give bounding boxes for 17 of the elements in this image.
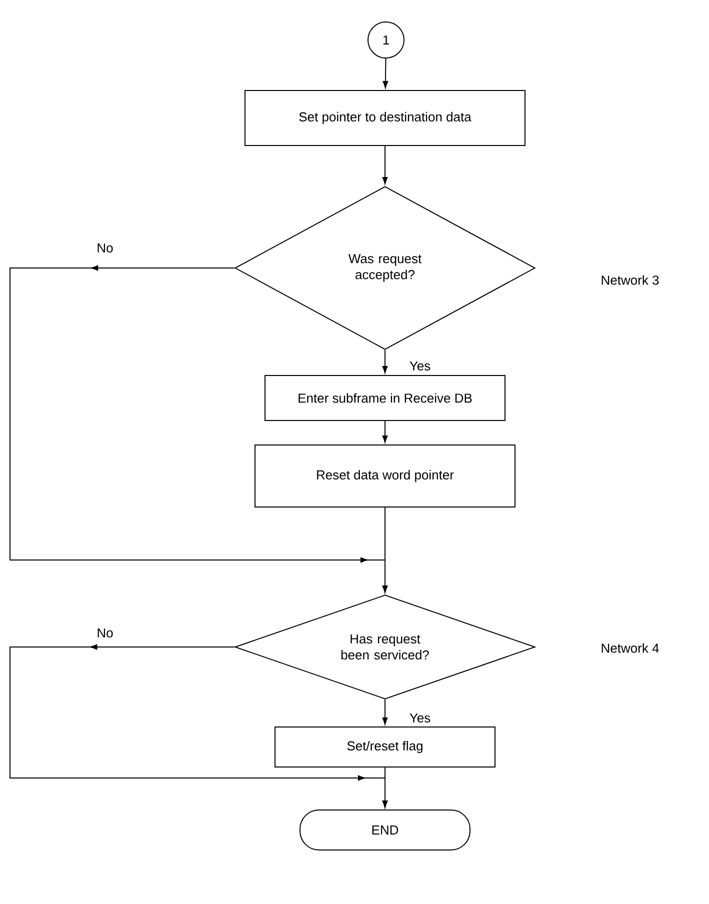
process-box: Reset data word pointer bbox=[254, 444, 516, 508]
process-box: Set/reset flag bbox=[274, 726, 496, 768]
process-box: Enter subframe in Receive DB bbox=[264, 375, 506, 421]
arrow bbox=[382, 699, 388, 725]
arrow bbox=[382, 146, 388, 184]
edge-label: No bbox=[98, 243, 113, 253]
edge-label: No bbox=[98, 628, 113, 638]
edge-label: Yes bbox=[410, 713, 430, 723]
network-label: Network 3 bbox=[602, 275, 659, 285]
arrow bbox=[382, 767, 388, 808]
edge-label: Yes bbox=[410, 361, 430, 371]
arrow bbox=[382, 350, 388, 374]
arrow bbox=[382, 420, 388, 443]
arrow bbox=[382, 507, 388, 593]
network-label: Network 4 bbox=[602, 643, 659, 653]
process-box: Set pointer to destination data bbox=[244, 90, 526, 146]
arrow bbox=[382, 58, 388, 88]
